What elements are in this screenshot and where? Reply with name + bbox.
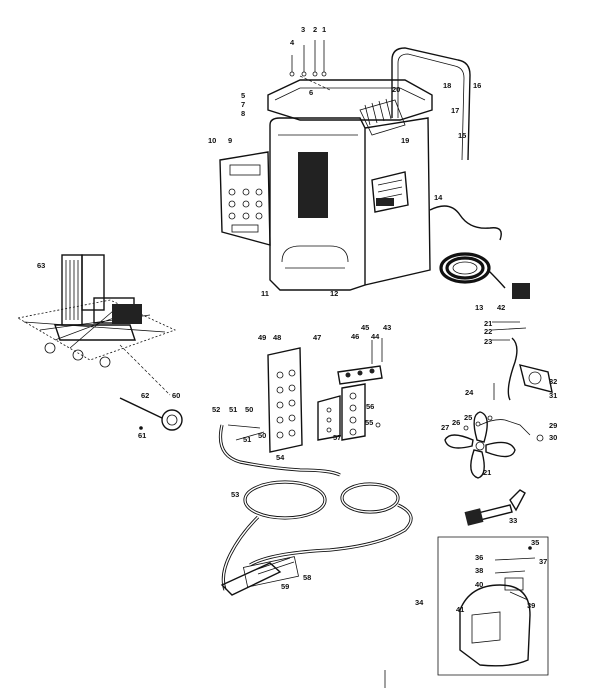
callout-c49: 49	[258, 333, 266, 342]
callout-c20: 20	[392, 85, 400, 94]
chipping-hammer	[464, 489, 526, 526]
callout-c60: 60	[172, 391, 180, 400]
callout-c47: 47	[313, 333, 321, 342]
callout-c10: 10	[208, 136, 216, 145]
callout-c45: 45	[361, 323, 369, 332]
fan-blade	[444, 411, 516, 479]
callout-c51b: 51	[243, 435, 251, 444]
callout-c38: 38	[475, 566, 483, 575]
callout-c50b: 50	[258, 431, 266, 440]
callout-c25: 25	[464, 413, 472, 422]
callout-c1: 1	[322, 25, 326, 34]
welder-cabinet	[267, 47, 471, 291]
terminal-board	[267, 338, 383, 453]
callout-c8: 8	[241, 109, 245, 118]
callout-c40: 40	[475, 580, 483, 589]
callout-c31: 31	[549, 391, 557, 400]
callout-c37: 37	[539, 557, 547, 566]
callout-c15: 15	[458, 131, 466, 140]
transformer-assembly	[16, 254, 177, 396]
callout-c52: 52	[212, 405, 220, 414]
callout-c59: 59	[281, 582, 289, 591]
callout-c61: 61	[138, 431, 146, 440]
callout-c41: 41	[456, 605, 464, 614]
plug	[512, 283, 530, 299]
callout-c48: 48	[273, 333, 281, 342]
front-panel	[219, 151, 271, 246]
callout-c46: 46	[351, 332, 359, 341]
callout-c57: 57	[333, 433, 341, 442]
callout-c12: 12	[330, 289, 338, 298]
callout-c27: 27	[441, 423, 449, 432]
callout-c5: 5	[241, 91, 245, 100]
callout-c6: 6	[309, 88, 313, 97]
callout-c21: 21	[483, 468, 491, 477]
callout-c2: 2	[313, 25, 317, 34]
callout-c7: 7	[241, 100, 245, 109]
callout-c9: 9	[228, 136, 232, 145]
callout-c16: 16	[473, 81, 481, 90]
callout-c21b: 21	[484, 319, 492, 328]
callout-c18: 18	[443, 81, 451, 90]
callout-c26: 26	[452, 418, 460, 427]
callout-c3: 3	[301, 25, 305, 34]
callout-c23: 23	[484, 337, 492, 346]
callout-c17: 17	[451, 106, 459, 115]
callout-c62: 62	[141, 391, 149, 400]
welding-cables	[218, 424, 413, 591]
callout-c32: 32	[549, 377, 557, 386]
callout-c53: 53	[231, 490, 239, 499]
callout-c50: 50	[245, 405, 253, 414]
callout-c55: 55	[365, 418, 373, 427]
callout-c11: 11	[261, 289, 269, 298]
callout-c51: 51	[229, 405, 237, 414]
callout-c36: 36	[475, 553, 483, 562]
callout-c63: 63	[37, 261, 45, 270]
power-cord	[429, 205, 530, 299]
callout-c34: 34	[415, 598, 424, 607]
callout-c58: 58	[303, 573, 311, 582]
callout-c19: 19	[401, 136, 409, 145]
vent-grille	[298, 152, 328, 218]
callout-c44: 44	[371, 332, 380, 341]
electrode-holder	[220, 556, 299, 596]
callout-c14: 14	[434, 193, 443, 202]
callout-c4: 4	[290, 38, 295, 47]
fan-motor-assembly	[463, 321, 553, 442]
top-screws	[289, 40, 331, 91]
callout-c43: 43	[383, 323, 391, 332]
welding-helmet-box	[437, 536, 549, 676]
callout-c29: 29	[549, 421, 557, 430]
callout-c35: 35	[531, 538, 539, 547]
callout-c33: 33	[509, 516, 517, 525]
callout-c13: 13	[475, 303, 483, 312]
callout-c39: 39	[527, 601, 535, 610]
callout-c54: 54	[276, 453, 285, 462]
wheel-parts	[119, 397, 183, 431]
callout-c24: 24	[465, 388, 474, 397]
callout-c30: 30	[549, 433, 557, 442]
callout-c42: 42	[497, 303, 505, 312]
callout-c22: 22	[484, 327, 492, 336]
callout-c56: 56	[366, 402, 374, 411]
